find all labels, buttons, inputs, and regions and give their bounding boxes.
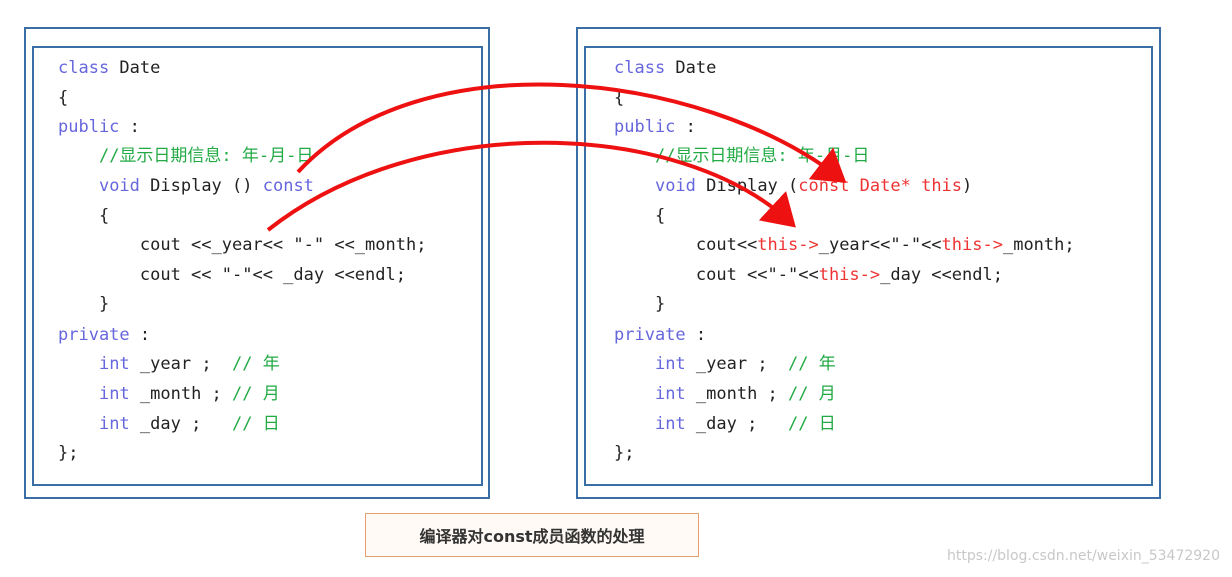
right-code-token: int — [654, 384, 686, 404]
left-code-token: void — [98, 176, 140, 196]
left-code-line: class Date — [58, 54, 160, 82]
right-code-token: { — [614, 206, 666, 226]
right-code-line: cout<<this->_year<<"-"<<this->_month; — [614, 231, 1075, 259]
left-code-line: cout << "-"<< _day <<endl; — [58, 261, 406, 289]
right-code-token: cout <<"-"<< — [614, 265, 819, 285]
right-code-line: int _day ; // 日 — [614, 410, 836, 438]
right-code-line: class Date — [614, 54, 716, 82]
left-code-line: cout <<_year<< "-" <<_month; — [58, 231, 427, 259]
right-code-token: _day <<endl; — [880, 265, 1003, 285]
right-code-token: _day ; — [685, 414, 789, 434]
right-code-token: _month ; — [685, 384, 789, 404]
right-code-token: int — [654, 414, 686, 434]
left-code-token: class — [58, 58, 110, 78]
right-panel-inner — [584, 46, 1153, 486]
right-code-token: }; — [614, 443, 635, 463]
left-code-token: cout <<_year<< "-" <<_month; — [58, 235, 427, 255]
left-code-token: Date — [109, 58, 161, 78]
left-code-line: //显示日期信息: 年-月-日 — [58, 142, 313, 170]
right-code-line: cout <<"-"<<this->_day <<endl; — [614, 261, 1003, 289]
left-code-line: int _day ; // 日 — [58, 410, 280, 438]
arrow-const-to-this-param — [296, 82, 847, 183]
left-code-line: } — [58, 290, 109, 318]
right-code-token: _month; — [1002, 235, 1075, 255]
right-code-token: cout<< — [614, 235, 758, 255]
right-code-line: int _year ; // 年 — [614, 350, 836, 378]
right-code-token: Date — [665, 58, 717, 78]
left-code-token: : — [119, 117, 140, 137]
left-panel-outer — [24, 27, 490, 499]
right-code-token: // 年 — [788, 354, 836, 374]
right-code-token: this-> — [757, 235, 819, 255]
left-code-line: { — [58, 84, 68, 112]
right-code-token: _year ; — [685, 354, 789, 374]
left-code-token: _month ; — [129, 384, 233, 404]
left-code-token: { — [58, 88, 69, 108]
right-code-token: // 月 — [788, 384, 836, 404]
right-code-line: { — [614, 202, 665, 230]
right-code-line: public : — [614, 113, 696, 141]
left-code-token: } — [58, 294, 110, 314]
right-code-line: int _month ; // 月 — [614, 380, 836, 408]
left-code-token: public — [58, 117, 120, 137]
right-code-token: void — [654, 176, 696, 196]
right-code-token: public — [614, 117, 676, 137]
right-code-token: class — [614, 58, 666, 78]
left-code-line: void Display () const — [58, 172, 314, 200]
left-code-line: { — [58, 202, 109, 230]
right-code-token: ) — [962, 176, 973, 196]
left-code-token: //显示日期信息: 年-月-日 — [98, 146, 314, 166]
right-code-token: int — [654, 354, 686, 374]
right-code-token: private — [614, 325, 686, 345]
left-code-token: private — [58, 325, 130, 345]
left-code-token: int — [98, 384, 130, 404]
left-code-token: // 日 — [232, 414, 280, 434]
right-code-token: } — [614, 294, 666, 314]
right-code-token: : — [685, 325, 707, 345]
right-code-token: : — [675, 117, 696, 137]
left-code-token: _day ; — [129, 414, 233, 434]
right-panel-outer — [576, 27, 1161, 499]
left-code-line: private : — [58, 321, 150, 349]
left-code-line: int _year ; // 年 — [58, 350, 280, 378]
left-code-line: }; — [58, 439, 78, 467]
right-code-token: this-> — [818, 265, 881, 285]
left-code-token: int — [98, 414, 130, 434]
right-code-token: { — [614, 88, 625, 108]
left-code-token: cout << "-"<< _day <<endl; — [58, 265, 406, 285]
left-code-token: : — [129, 325, 151, 345]
left-code-token: int — [98, 354, 130, 374]
left-code-token: Display () — [139, 176, 263, 196]
left-code-token: // 年 — [232, 354, 280, 374]
right-code-token: // 日 — [788, 414, 836, 434]
arrow-members-to-this-access — [266, 140, 796, 232]
watermark-text: https://blog.csdn.net/weixin_53472920 — [946, 548, 1220, 564]
left-code-line: public : — [58, 113, 140, 141]
left-code-token: }; — [58, 443, 79, 463]
right-code-line: { — [614, 84, 624, 112]
right-code-line: private : — [614, 321, 706, 349]
left-code-token: { — [58, 206, 110, 226]
left-code-token: // 月 — [232, 384, 280, 404]
right-code-token: _year<<"-"<< — [818, 235, 942, 255]
right-code-line: }; — [614, 439, 634, 467]
right-code-token: this-> — [941, 235, 1003, 255]
left-code-line: int _month ; // 月 — [58, 380, 280, 408]
right-code-line: } — [614, 290, 665, 318]
left-code-token: _year ; — [129, 354, 233, 374]
left-panel-inner — [32, 46, 483, 486]
left-code-token: const — [262, 176, 314, 196]
caption-label: 编译器对const成员函数的处理 — [365, 513, 699, 557]
